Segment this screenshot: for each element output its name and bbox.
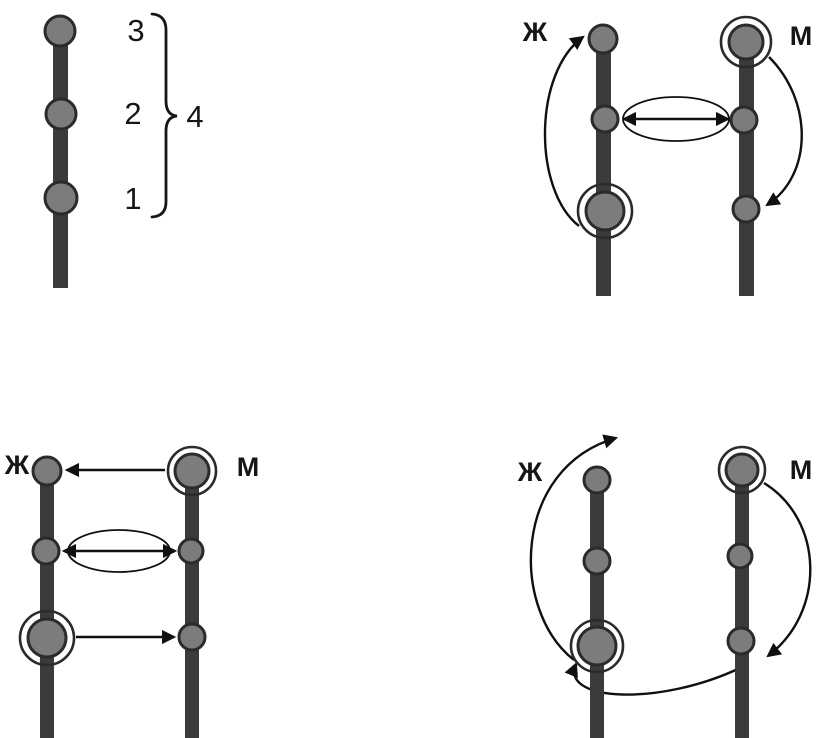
panel-bottom-right: Ж М xyxy=(517,434,813,738)
bottom-loop-arrow xyxy=(564,662,741,696)
stem xyxy=(53,28,68,288)
panel-legend: 3 2 1 4 xyxy=(43,12,204,288)
male-node-middle xyxy=(726,542,754,570)
node-middle xyxy=(44,97,78,131)
male-node-bottom xyxy=(726,626,756,656)
male-node-top xyxy=(724,452,760,488)
female-node-top xyxy=(587,23,619,55)
female-label: Ж xyxy=(4,450,30,480)
male-node-top-ring xyxy=(719,15,773,69)
female-label: Ж xyxy=(517,457,543,487)
node-bottom xyxy=(43,180,79,216)
female-stem xyxy=(596,34,611,296)
female-node-bottom xyxy=(576,625,618,667)
male-node-top-ring xyxy=(166,445,218,497)
male-stem xyxy=(735,469,749,738)
male-node-top xyxy=(173,452,211,490)
female-node-top xyxy=(582,465,612,495)
female-node-bottom xyxy=(26,617,68,659)
male-label: М xyxy=(237,452,260,482)
male-signal-arrow xyxy=(765,56,803,207)
brace xyxy=(150,12,178,219)
male-node-middle xyxy=(177,537,205,565)
male-label: М xyxy=(790,455,813,485)
male-node-middle xyxy=(729,105,759,135)
label-bottom-node: 1 xyxy=(124,181,141,216)
label-middle-node: 2 xyxy=(124,96,141,131)
female-stem xyxy=(590,474,604,738)
female-node-bottom-ring xyxy=(576,182,634,240)
female-label: Ж xyxy=(522,17,548,47)
female-node-middle xyxy=(31,536,61,566)
label-group: 4 xyxy=(186,99,203,134)
female-node-middle xyxy=(582,546,612,576)
female-node-middle xyxy=(590,104,620,134)
node-top xyxy=(43,14,77,48)
male-stem xyxy=(739,42,754,296)
female-node-top xyxy=(31,455,63,487)
female-node-bottom-ring xyxy=(569,618,625,674)
male-stem xyxy=(185,472,199,738)
male-label: М xyxy=(790,21,813,51)
male-node-bottom xyxy=(177,622,207,652)
female-loop-arrow xyxy=(529,434,619,661)
female-signal-arrow xyxy=(543,35,585,227)
male-node-top-ring xyxy=(717,445,767,495)
panel-bottom-left: Ж М xyxy=(4,445,260,738)
female-node-bottom-ring xyxy=(18,609,76,667)
male-node-bottom xyxy=(731,194,761,224)
male-loop-arrow xyxy=(763,481,812,658)
female-stem xyxy=(40,470,54,738)
label-top-node: 3 xyxy=(127,13,144,48)
panel-top-right: Ж М xyxy=(522,15,813,296)
male-node-top xyxy=(727,23,765,61)
female-node-bottom xyxy=(584,190,626,232)
